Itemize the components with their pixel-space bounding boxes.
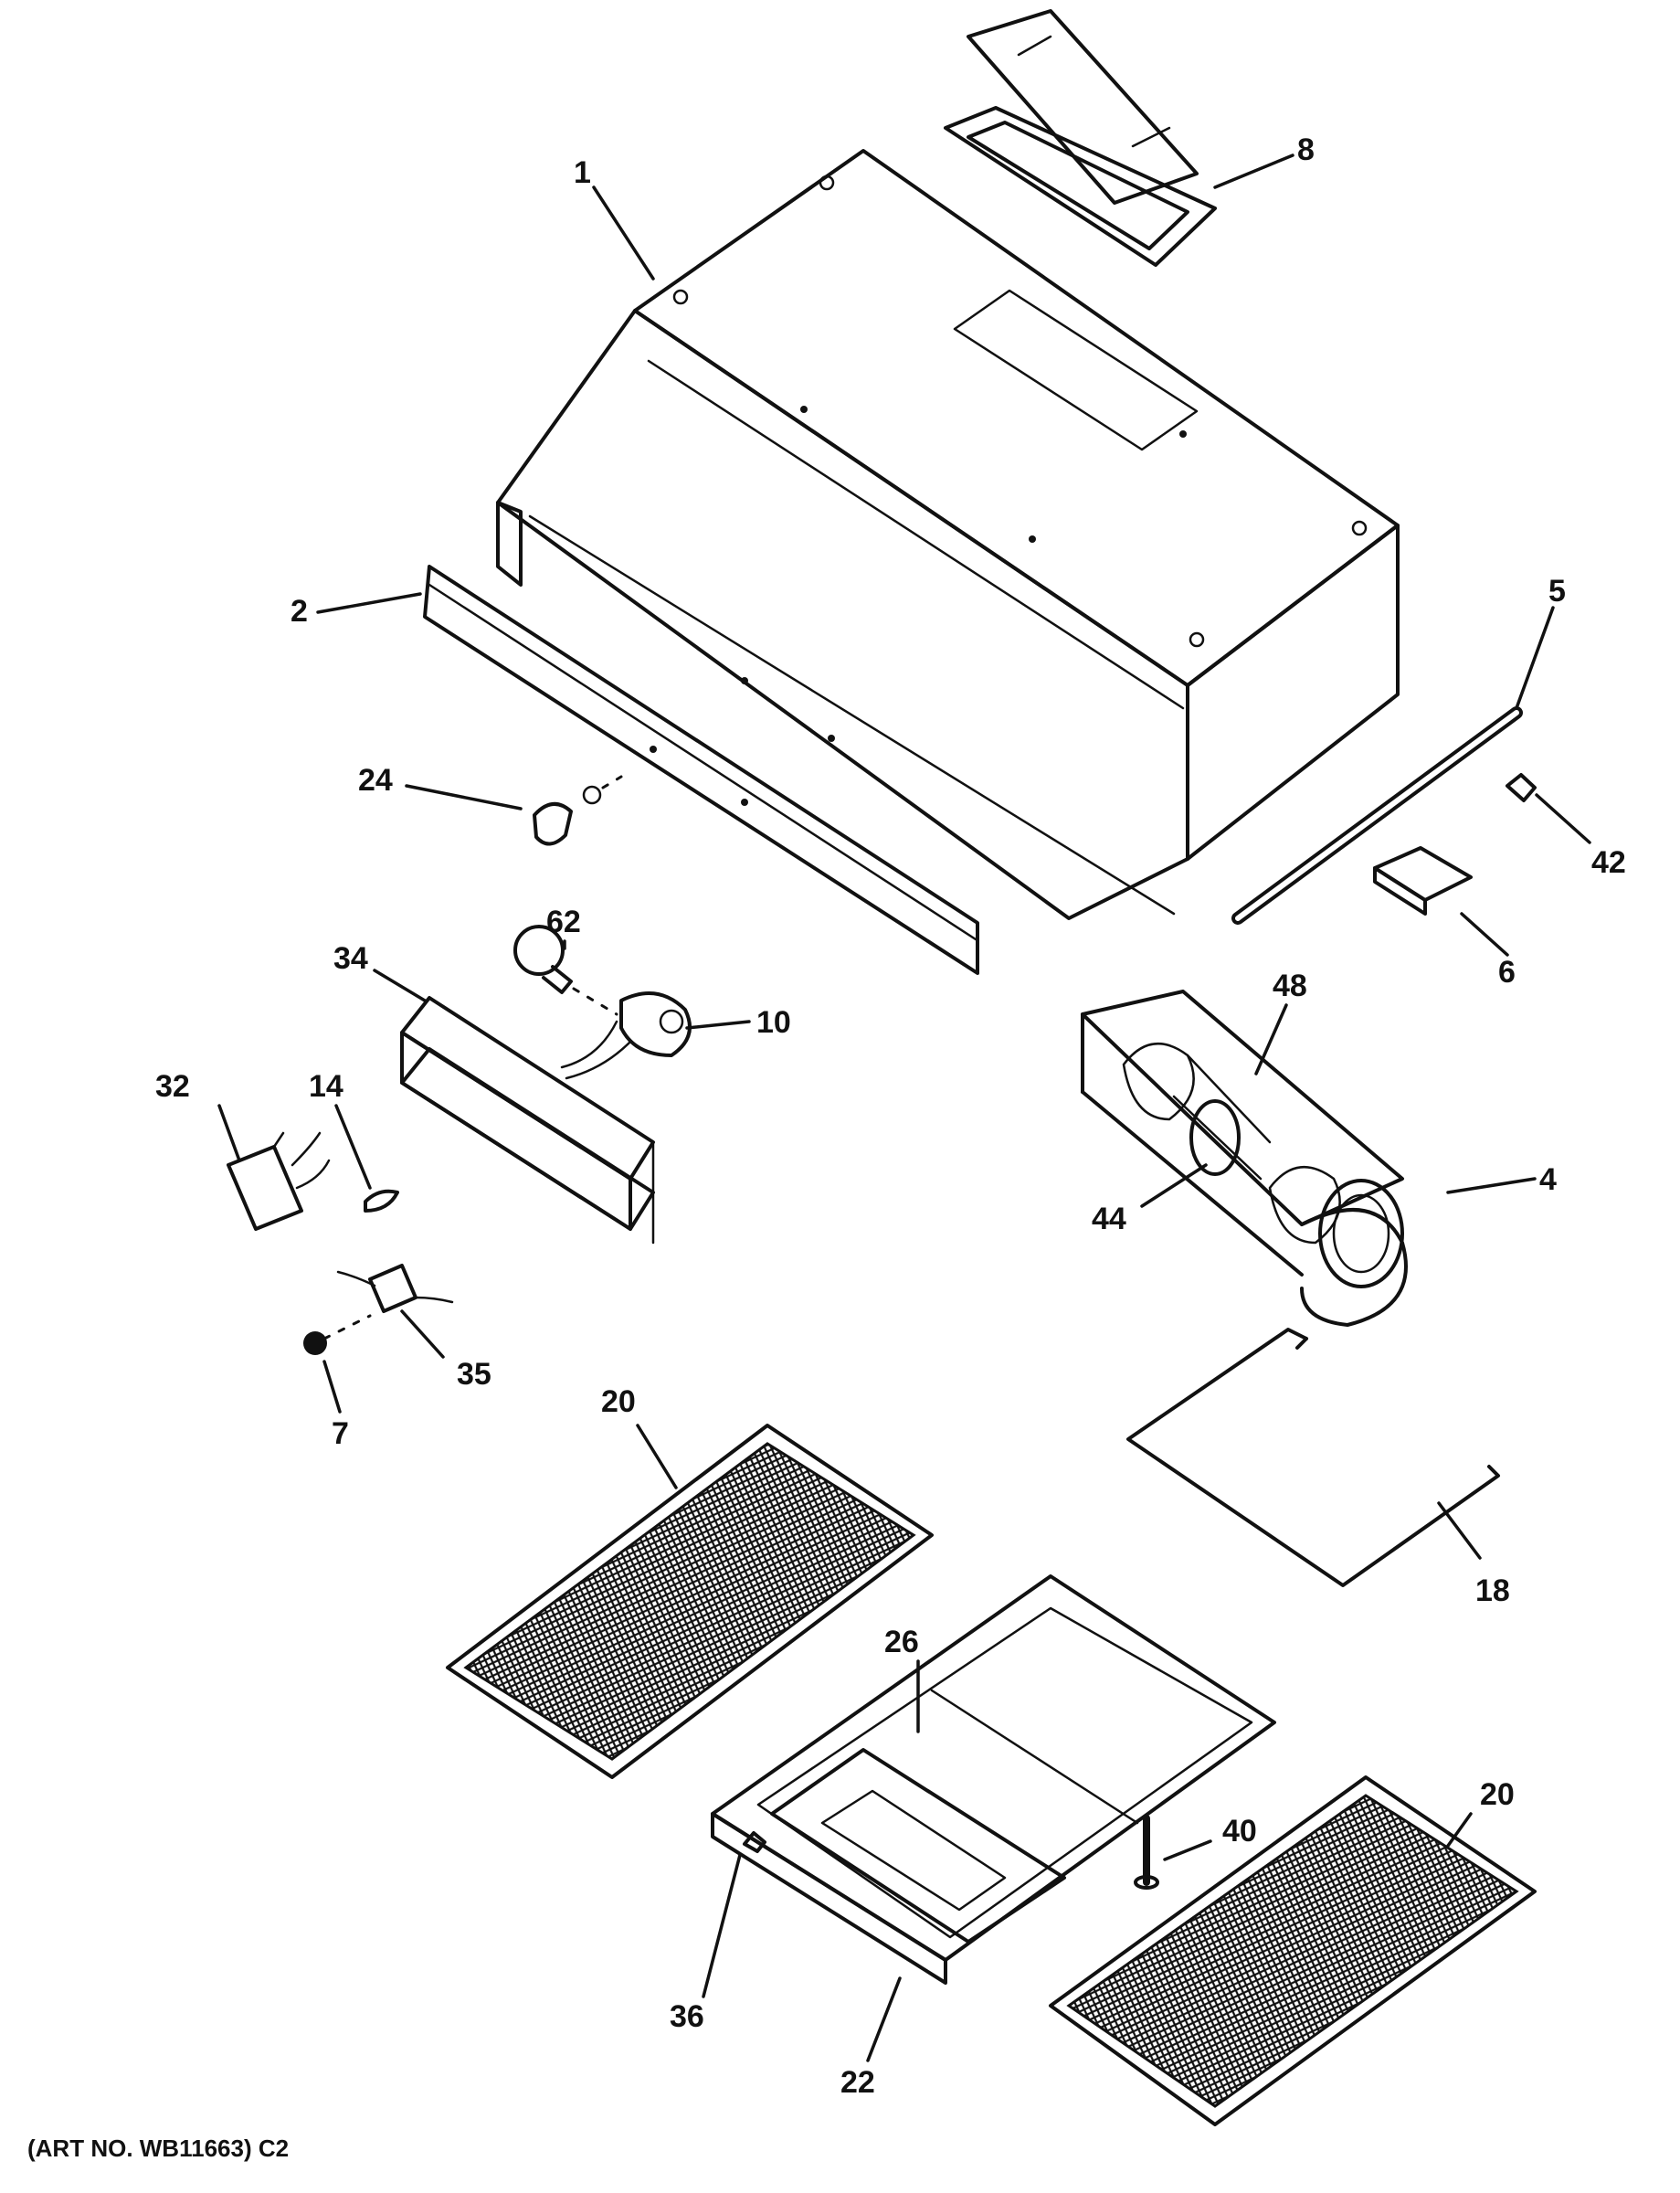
art-number: (ART NO. WB11663) C2 <box>27 2135 289 2162</box>
callout-8: 8 <box>1297 132 1315 167</box>
callout-4: 4 <box>1539 1162 1557 1197</box>
lamp-socket-part <box>560 991 692 1080</box>
callout-20-upper: 20 <box>601 1384 636 1419</box>
hood-body-part <box>496 149 1400 920</box>
callout-2: 2 <box>291 594 308 629</box>
callout-22: 22 <box>840 2065 875 2100</box>
damper-plate-part <box>944 9 1217 267</box>
control-knob-part <box>533 775 623 846</box>
callout-26: 26 <box>884 1625 919 1659</box>
blower-assembly-part <box>1081 990 1408 1327</box>
pan-screw-part <box>743 1831 766 1853</box>
filter-rod-part <box>1231 706 1523 925</box>
front-trim-part <box>423 565 979 975</box>
callout-1: 1 <box>574 155 591 190</box>
callout-48: 48 <box>1273 969 1307 1003</box>
callout-44: 44 <box>1092 1202 1126 1236</box>
callout-7: 7 <box>332 1416 349 1451</box>
callout-18: 18 <box>1475 1573 1510 1608</box>
callout-14: 14 <box>309 1069 343 1104</box>
callout-62: 62 <box>546 905 581 939</box>
callout-32: 32 <box>155 1069 190 1104</box>
callout-34: 34 <box>333 941 368 976</box>
callout-42: 42 <box>1591 845 1626 880</box>
callout-35: 35 <box>457 1357 491 1392</box>
callout-10: 10 <box>756 1005 791 1040</box>
light-bulb-part <box>513 925 618 1016</box>
grease-filter-lower-part <box>1049 1775 1537 2126</box>
callout-20-lower: 20 <box>1480 1777 1515 1812</box>
filter-screw-part <box>1134 1815 1159 1890</box>
wire-hanger-part <box>1126 1328 1500 1587</box>
clip-part <box>1506 773 1537 802</box>
fan-switch-part <box>227 1131 331 1231</box>
callout-labels: 1 2 4 5 6 7 8 10 14 18 20 20 22 24 26 32… <box>155 132 1626 2100</box>
grease-filter-upper-part <box>446 1424 934 1779</box>
light-lens-part <box>770 1748 1066 1944</box>
knob-nut-part <box>303 1331 327 1355</box>
callout-40: 40 <box>1222 1814 1257 1849</box>
callout-5: 5 <box>1548 574 1566 609</box>
callout-6: 6 <box>1498 955 1516 990</box>
wire-connector-part <box>364 1189 399 1213</box>
callout-24: 24 <box>358 763 393 798</box>
mounting-bracket-part <box>1373 846 1473 916</box>
callout-36: 36 <box>670 1999 704 2034</box>
light-switch-part <box>322 1264 454 1340</box>
switch-bracket-part <box>400 996 655 1245</box>
leader-lines <box>217 154 1591 2062</box>
bottom-pan-part <box>711 1574 1276 1985</box>
